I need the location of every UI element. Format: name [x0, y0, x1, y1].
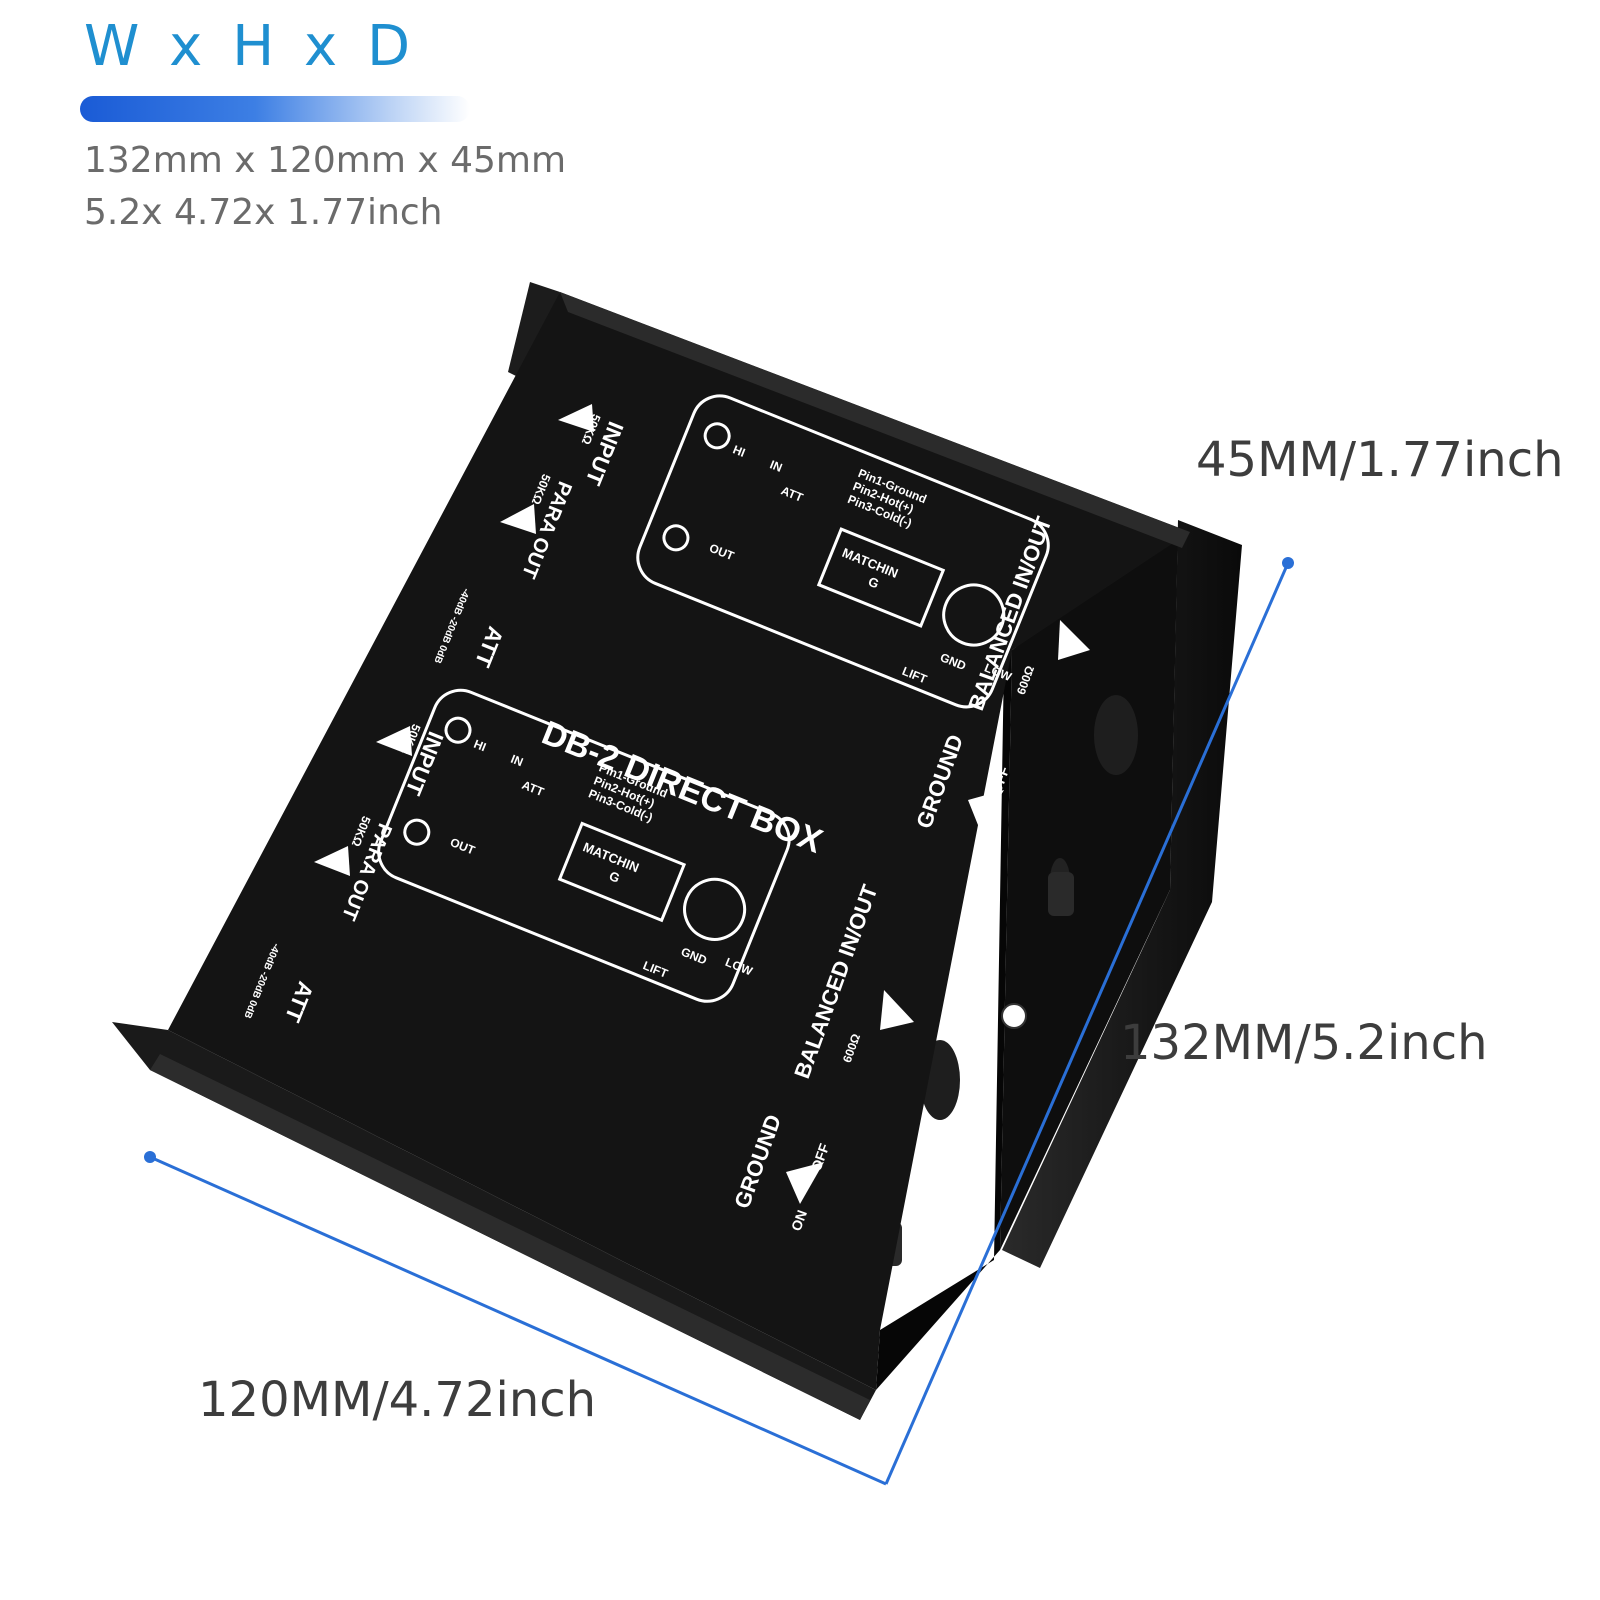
on-label-1: ON	[973, 831, 995, 856]
depth-dimension-label: 132MM/5.2inch	[1120, 1015, 1488, 1071]
xlr-jack-1	[1094, 695, 1138, 775]
depth-dimension-line	[884, 562, 1290, 1485]
right-flange	[1002, 520, 1242, 1268]
width-dimension-line	[149, 1155, 887, 1486]
svg-text:HI: HI	[472, 737, 488, 754]
height-dimension-label: 45MM/1.77inch	[1196, 432, 1564, 488]
heading-underline-bar	[80, 96, 470, 122]
side-screw	[1001, 1003, 1027, 1029]
spec-mm: 132mm x 120mm x 45mm	[84, 140, 567, 181]
dimension-heading: W x H x D	[84, 14, 417, 79]
svg-text:HI: HI	[731, 442, 747, 459]
svg-text:IN: IN	[768, 457, 784, 474]
spec-inch: 5.2x 4.72x 1.77inch	[84, 192, 443, 233]
svg-text:IN: IN	[509, 752, 525, 769]
width-dimension-label: 120MM/4.72inch	[198, 1372, 597, 1428]
side-panel	[1000, 528, 1178, 1250]
side-button-1	[1048, 872, 1074, 916]
on-label-2: ON	[788, 1208, 810, 1233]
